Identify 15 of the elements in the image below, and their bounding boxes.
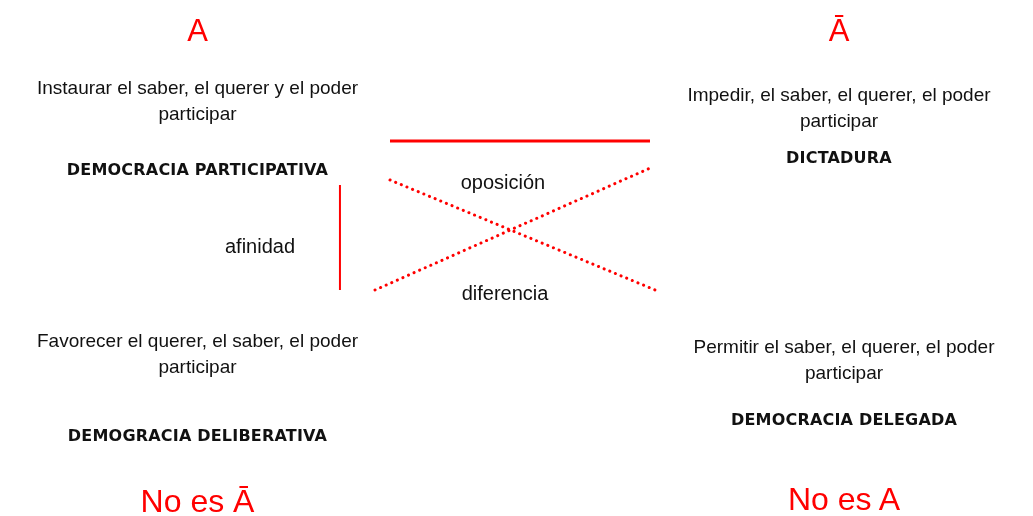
term-heading: DEMOCRACIA DELEGADA <box>729 409 959 431</box>
term-heading: DEMOGRACIA DELIBERATIVA <box>66 425 329 447</box>
negation-label: No es A <box>786 480 902 516</box>
dotted-line <box>373 166 652 292</box>
description-text: Favorecer el querer, el saber, el poder participar <box>35 329 360 379</box>
description-text: Permitir el saber, el querer, el poder participar <box>692 335 996 385</box>
term-heading: DICTADURA <box>785 147 893 169</box>
negation-label: No es Ā <box>139 482 256 516</box>
description-text: Instaurar el saber, el querer y el poder participar <box>35 76 360 126</box>
term-letter: A <box>186 13 209 49</box>
connector-line <box>338 184 341 291</box>
term-letter: Ā <box>827 13 851 49</box>
description-text: Impedir, el saber, el querer, el poder participar <box>686 83 992 133</box>
term-heading: DEMOCRACIA PARTICIPATIVA <box>65 159 330 181</box>
connector-line <box>390 139 650 143</box>
